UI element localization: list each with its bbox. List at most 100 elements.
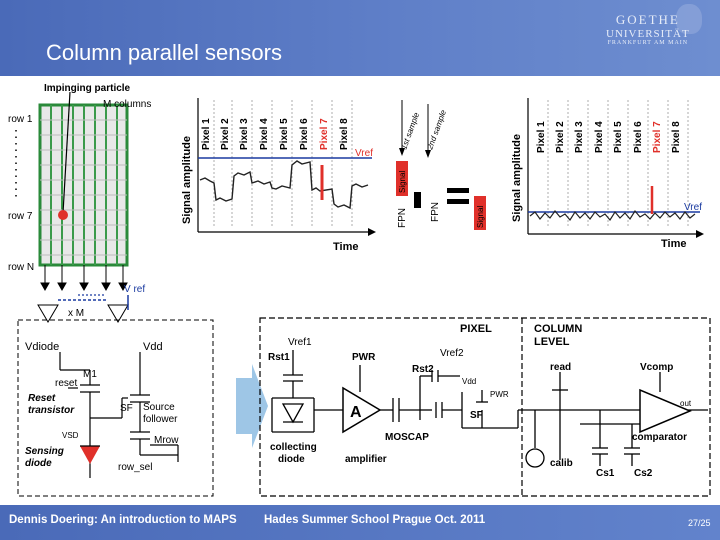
column-arrows [40,265,128,292]
amplifier-label: amplifier [345,454,387,465]
signal-label-1: Signal [398,171,407,193]
column-level-label-1: COLUMN [534,323,582,335]
signal-label-2: Signal [476,206,485,228]
calib-source-icon [525,448,545,468]
sensor-array: Impinging particle M columns row 1 row 7… [8,83,151,323]
vcomp-label: Vcomp [640,362,673,373]
row-n-label: row N [8,262,34,273]
reset-label: reset [55,378,77,389]
left-pixel-4: Pixel 4 [259,118,270,150]
signal-chart-left: Signal amplitude Time Vref Pixel 1 Pixel… [181,98,376,253]
equals-bottom [447,199,469,204]
moscap-label: MOSCAP [385,432,429,443]
vsd-label: VSD [62,431,79,440]
left-pixel-6: Pixel 6 [299,118,310,150]
sensing-diode-label-2: diode [25,458,52,469]
pixel-circuit-right: PIXEL COLUMN LEVEL [259,317,711,497]
right-vref-label: Vref [684,202,702,213]
column-amplifiers [37,304,129,323]
sensing-diode-label-1: Sensing [25,446,64,457]
left-pixel-3: Pixel 3 [239,118,250,150]
right-pixel-6: Pixel 6 [633,121,644,153]
cs1-label: Cs1 [596,468,615,479]
signal-bar-1 [396,161,408,196]
fpn-label-1: FPN [397,208,408,228]
first-sample-label: 1st sample [399,111,421,151]
reset-transistor-label-2: transistor [28,405,75,416]
vref-label: V ref [124,284,145,295]
fpn-subtraction-block: 1st sample 2nd sample Signal FPN FPN Sig… [396,100,486,230]
right-y-label: Signal amplitude [511,134,523,222]
left-pixel-labels: Pixel 1 Pixel 2 Pixel 3 Pixel 4 Pixel 5 … [201,118,350,150]
vref2-label: Vref2 [440,348,464,359]
university-seal-icon [676,4,702,34]
footer-event: Hades Summer School Prague Oct. 2011 [264,514,486,526]
slide-title: Column parallel sensors [46,40,282,65]
logo-line-1: GOETHE [615,12,680,27]
source-follower-label-2: follower [143,414,178,425]
right-x-label: Time [661,238,686,250]
fpn-label-2: FPN [430,202,441,222]
sf-label: SF [120,403,133,414]
hit-pixel-marker [58,210,68,220]
collecting-diode-icon [281,403,305,424]
column-level-label-2: LEVEL [534,336,570,348]
source-follower-label-1: Source [143,402,175,413]
amp-symbol-label: A [350,404,362,421]
vdd-right-label: Vdd [462,377,476,386]
right-pixel-2: Pixel 2 [555,121,566,153]
vdiode-label: Vdiode [25,341,59,353]
right-noise-trace [529,209,696,222]
circuit-frame-left [17,319,214,497]
m-columns-label: M columns [103,99,151,110]
left-pixel-2: Pixel 2 [220,118,231,150]
right-pixel-1: Pixel 1 [536,121,547,153]
cs2-label: Cs2 [634,468,653,479]
signal-bar-2 [474,196,486,230]
right-pixel-5: Pixel 5 [613,121,624,153]
mrow-label: Mrow [154,435,179,446]
signal-chart-right: Signal amplitude Time Vref Pixel 1 Pixel… [511,98,704,250]
rst1-label: Rst1 [268,352,290,363]
right-pixel-labels: Pixel 1 Pixel 2 Pixel 3 Pixel 4 Pixel 5 … [536,121,682,153]
m1-label: M1 [83,369,97,380]
right-pixel-7: Pixel 7 [652,121,663,153]
sensing-diode-icon [80,446,100,464]
slide-header: Column parallel sensors GOETHE UNIVERSIT… [0,0,720,76]
minus-sign [414,192,421,208]
transition-arrow-icon [236,364,268,448]
amplifier-icon [342,386,382,434]
left-pixel-1: Pixel 1 [201,118,212,150]
pwr2-label: PWR [490,390,509,399]
array-rows [40,119,127,256]
slide-figure: Impinging particle M columns row 1 row 7… [8,83,711,497]
right-pixel-8: Pixel 8 [671,121,682,153]
calib-label: calib [550,458,573,469]
reset-transistor-label-1: Reset [28,393,56,404]
particle-track [62,91,71,214]
left-vref-label: Vref [355,148,373,159]
left-signal-trace [199,160,369,210]
array-columns [50,105,118,265]
row-7-label: row 7 [8,211,33,222]
university-logo: GOETHE UNIVERSITÄT FRANKFURT AM MAIN [606,12,690,46]
vdd-label: Vdd [143,341,163,353]
right-pixel-4: Pixel 4 [594,121,605,153]
collecting-diode-label-1: collecting [270,442,317,453]
pwr1-label: PWR [352,352,376,363]
logo-line-2: UNIVERSITÄT [606,28,690,40]
out-label: out [680,399,692,408]
left-x-label: Time [333,241,358,253]
logo-line-3: FRANKFURT AM MAIN [607,40,689,46]
circuit-frame-right [259,317,711,497]
vref1-label: Vref1 [288,337,312,348]
pixel-section-label: PIXEL [460,323,492,335]
pixel-circuit-left: Vdiode Vdd M1 reset Reset transistor SF … [17,319,214,497]
equals-top [447,188,469,193]
collecting-diode-label-2: diode [278,454,305,465]
rst2-label: Rst2 [412,364,434,375]
sf-right-label: SF [470,410,483,421]
times-m-label: x M [68,308,84,319]
left-pixel-7: Pixel 7 [319,118,330,150]
second-sample-label: 2nd sample [425,108,448,151]
